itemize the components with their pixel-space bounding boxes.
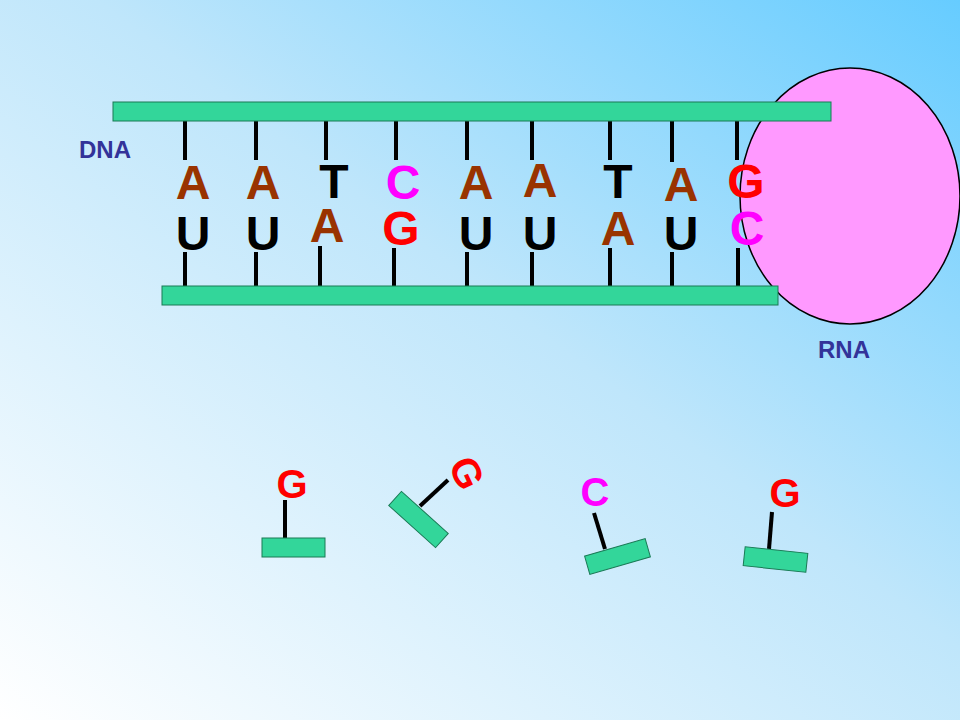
rna-backbone	[162, 286, 778, 305]
free-base: G	[769, 473, 800, 513]
base-stick	[530, 121, 534, 160]
free-base: C	[581, 472, 610, 512]
rna-base: A	[310, 202, 345, 250]
base-stick	[420, 480, 448, 506]
nucleotide-backbone	[585, 539, 651, 575]
dna-base: A	[664, 161, 699, 209]
base-stick	[670, 121, 674, 162]
base-stick	[394, 121, 398, 160]
base-stick	[318, 246, 322, 286]
free-nucleotide	[389, 480, 449, 548]
dna-base: A	[176, 159, 211, 207]
nucleotide-backbone	[389, 491, 449, 547]
base-stick	[594, 513, 605, 549]
free-base: G	[276, 464, 307, 504]
base-stick	[392, 248, 396, 286]
base-stick	[735, 121, 739, 160]
rna-base: U	[459, 210, 494, 258]
free-nucleotide	[262, 500, 325, 557]
rna-base: U	[176, 210, 211, 258]
base-sticks	[185, 121, 738, 286]
base-stick	[608, 121, 612, 160]
dna-base: A	[523, 157, 558, 205]
strand-label: DNA	[79, 138, 131, 162]
base-stick	[465, 121, 469, 160]
dna-base: A	[246, 159, 281, 207]
base-stick	[324, 121, 328, 160]
dna-base: T	[603, 158, 632, 206]
base-stick	[769, 512, 772, 549]
nucleotide-backbone	[743, 547, 808, 572]
base-stick	[608, 248, 612, 286]
base-stick	[736, 248, 740, 286]
free-nucleotide	[743, 512, 808, 572]
rna-base: C	[730, 205, 765, 253]
rna-base: U	[664, 210, 699, 258]
dna-backbone	[113, 102, 831, 121]
rna-base: G	[382, 205, 419, 253]
dna-base: T	[319, 158, 348, 206]
dna-base: A	[459, 159, 494, 207]
dna-base: C	[386, 159, 421, 207]
base-stick	[183, 121, 187, 160]
strand-label: RNA	[818, 338, 870, 362]
nucleotide-backbone	[262, 538, 325, 557]
rna-base: A	[601, 205, 636, 253]
base-stick	[283, 500, 287, 539]
free-nucleotide	[585, 513, 651, 574]
base-stick	[254, 121, 258, 160]
rna-base: U	[246, 210, 281, 258]
rna-base: U	[523, 210, 558, 258]
dna-base: G	[727, 158, 764, 206]
